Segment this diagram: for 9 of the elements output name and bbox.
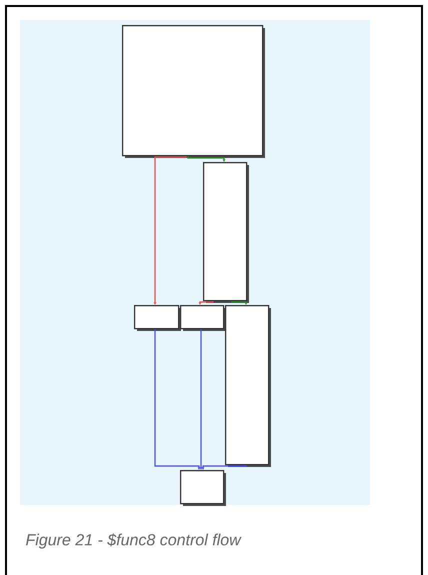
arrow [187, 156, 226, 162]
block-box [134, 305, 181, 331]
block-box [180, 305, 226, 331]
arrow [154, 329, 201, 470]
caption: Figure 21 - $func8 control flow [26, 533, 242, 549]
block-box [122, 25, 265, 158]
block-box [180, 470, 226, 506]
block-box [203, 162, 249, 303]
arrow [231, 300, 248, 305]
